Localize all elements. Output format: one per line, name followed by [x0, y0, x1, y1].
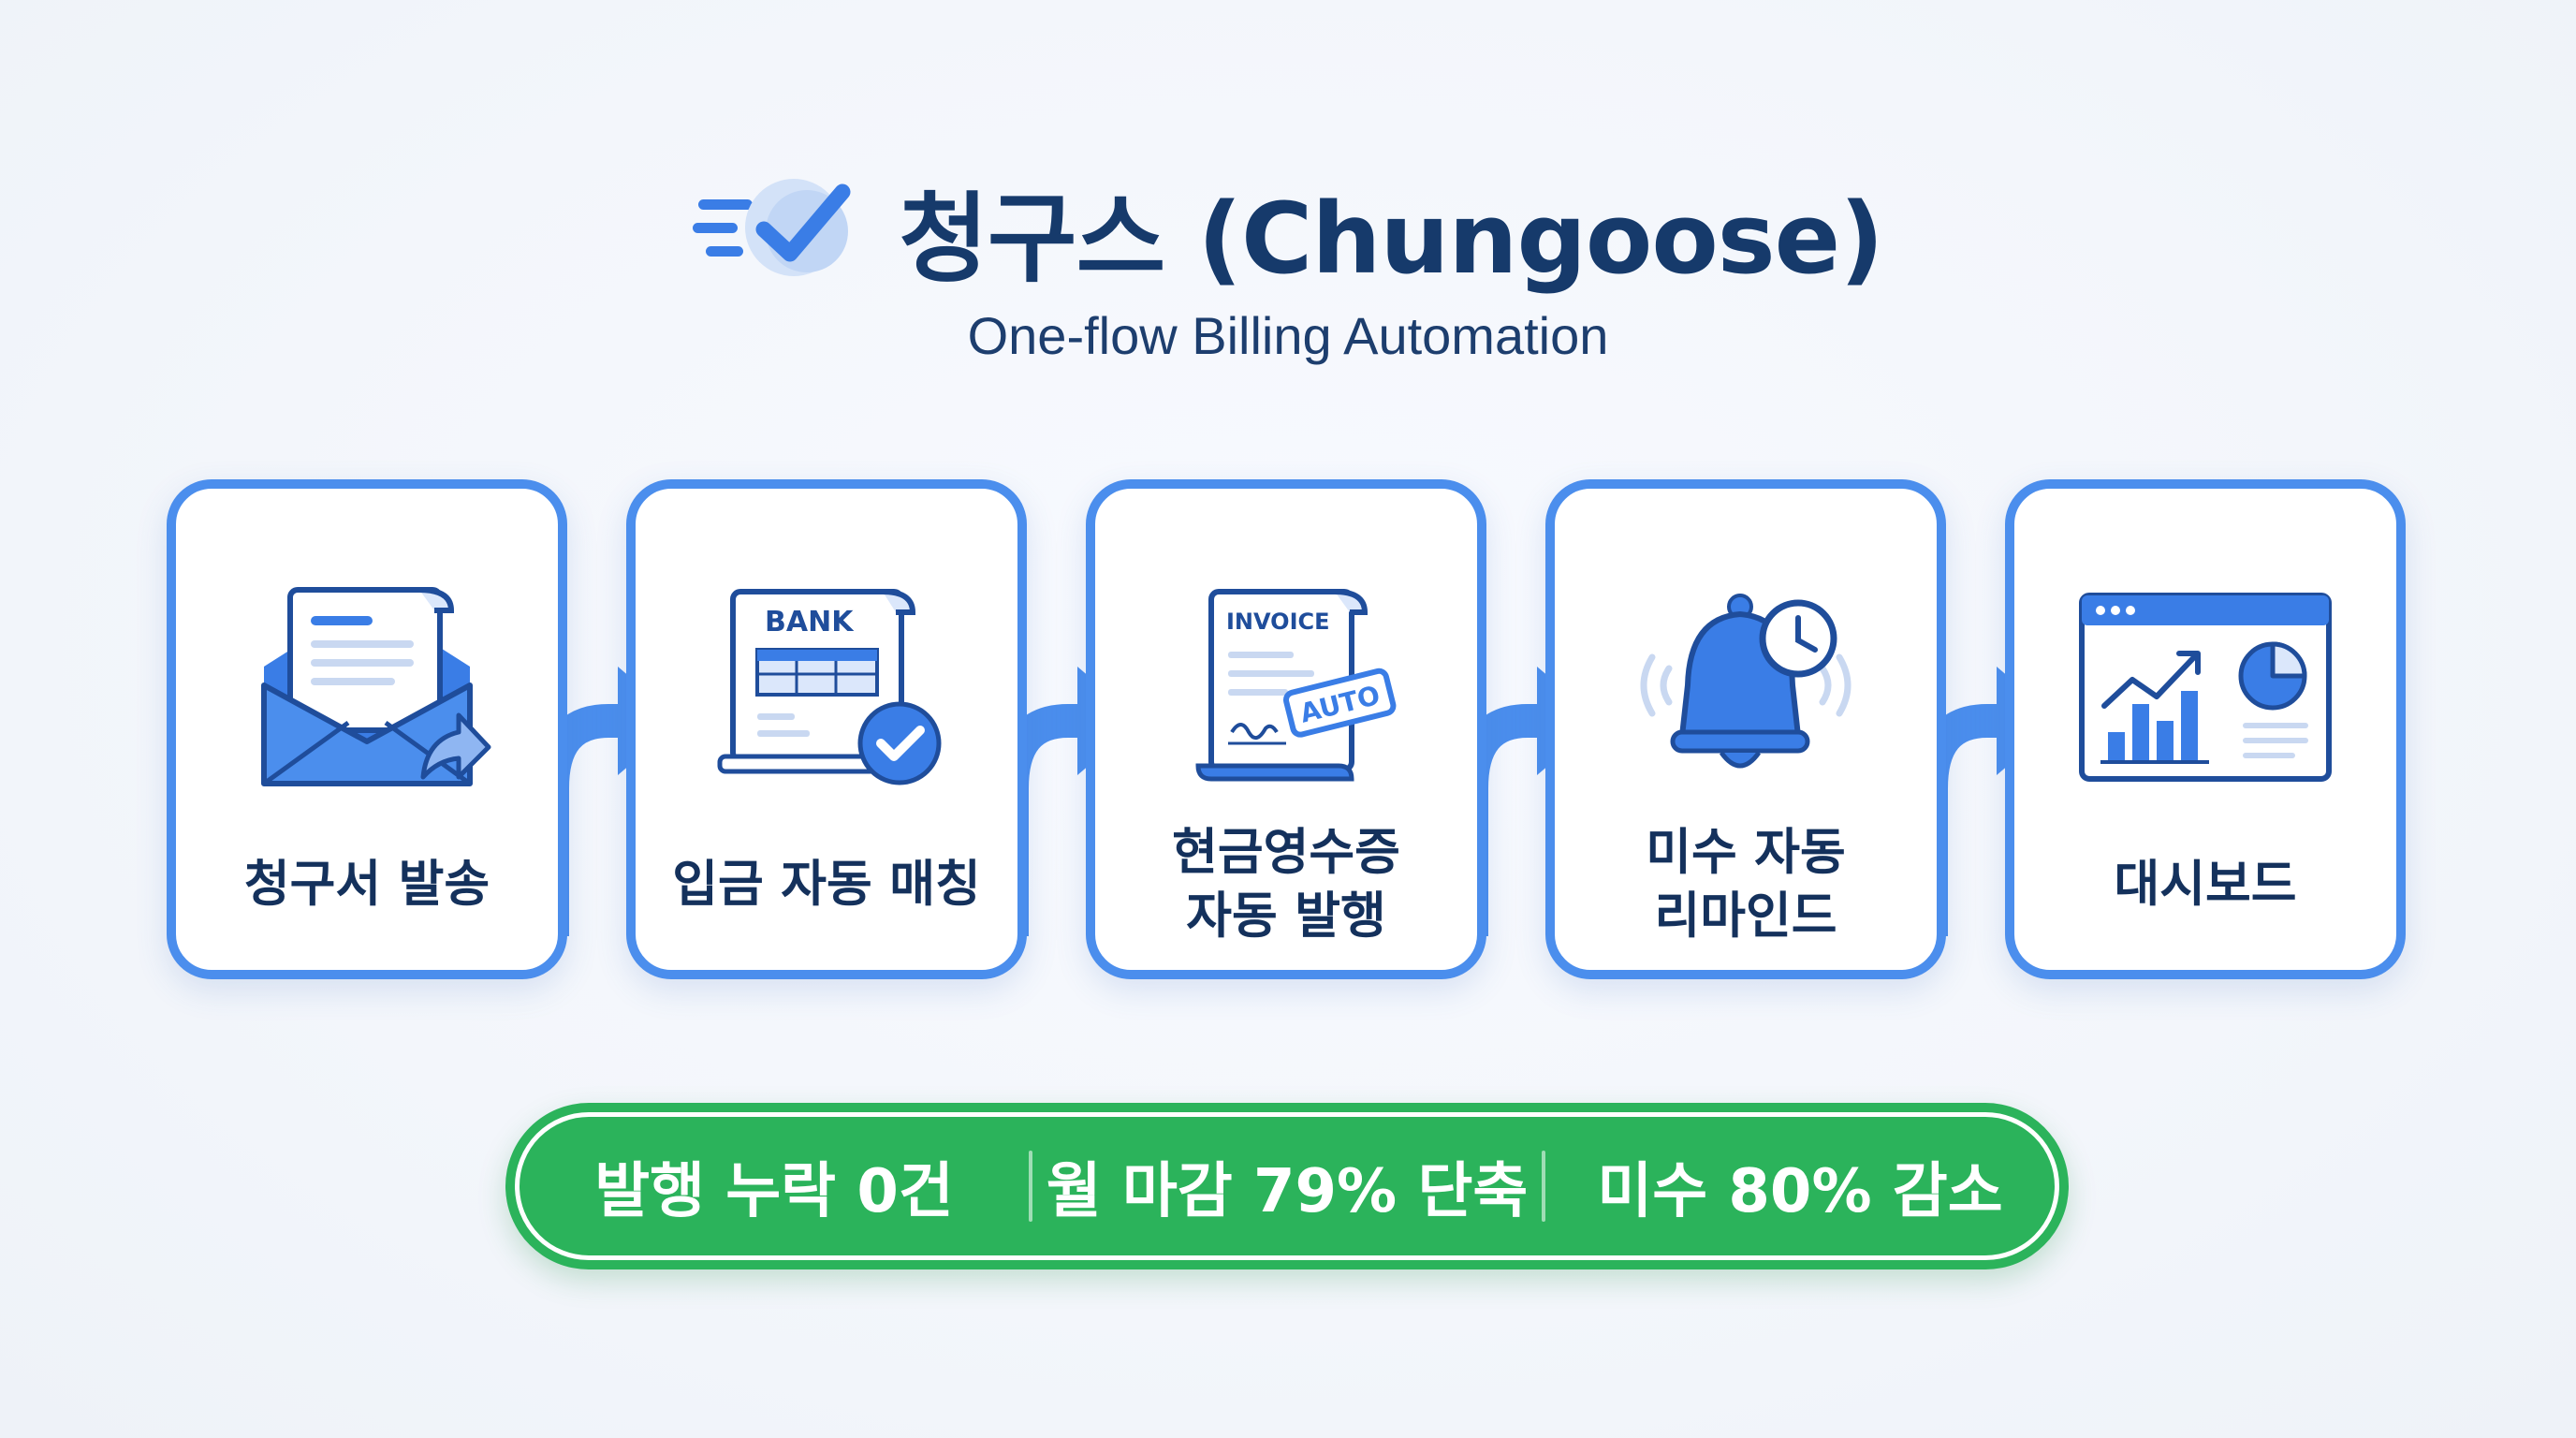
step-label: 미수 자동 리마인드	[1646, 824, 1846, 945]
bank-text: BANK	[765, 606, 855, 638]
step-card-dashboard: 대시보드	[2005, 479, 2406, 979]
step-label: 청구서 발송	[243, 856, 490, 914]
envelope-send-icon	[261, 587, 491, 786]
check-speed-logo-icon	[693, 179, 851, 276]
bank-ledger-check-icon: BANK	[717, 589, 942, 785]
kpi-monthly-close: 월 마감 79% 단축	[1046, 1157, 1529, 1226]
kpi-bar-inner: 발행 누락 0건 월 마감 79% 단축 미수 80% 감소	[515, 1112, 2059, 1260]
step-label: 입금 자동 매칭	[672, 856, 981, 914]
kpi-missing-issuance: 발행 누락 0건	[594, 1157, 954, 1226]
invoice-auto-stamp-icon: INVOICE AUTO	[1195, 589, 1397, 782]
app-title: 청구스 (Chungoose)	[899, 181, 1884, 296]
step-card-cash-receipt: INVOICE AUTO 현금영수증 자동 발행	[1086, 479, 1486, 979]
dashboard-chart-icon	[2079, 593, 2332, 782]
tagline: One-flow Billing Automation	[967, 306, 1609, 365]
step-card-invoice-send: 청구서 발송	[167, 479, 567, 979]
step-label: 현금영수증 자동 발행	[1172, 824, 1400, 945]
bell-clock-icon	[1640, 594, 1852, 769]
kpi-divider	[1542, 1151, 1545, 1222]
kpi-divider	[1029, 1151, 1032, 1222]
step-card-deposit-matching: BANK 입금 자동 매칭	[626, 479, 1027, 979]
brand-header: 청구스 (Chungoose)	[0, 150, 2576, 309]
step-label: 대시보드	[2114, 856, 2297, 914]
step-card-overdue-reminder: 미수 자동 리마인드	[1545, 479, 1946, 979]
kpi-bar: 발행 누락 0건 월 마감 79% 단축 미수 80% 감소	[505, 1103, 2069, 1269]
invoice-text: INVOICE	[1226, 609, 1330, 635]
kpi-overdue-reduction: 미수 80% 감소	[1597, 1157, 2003, 1226]
